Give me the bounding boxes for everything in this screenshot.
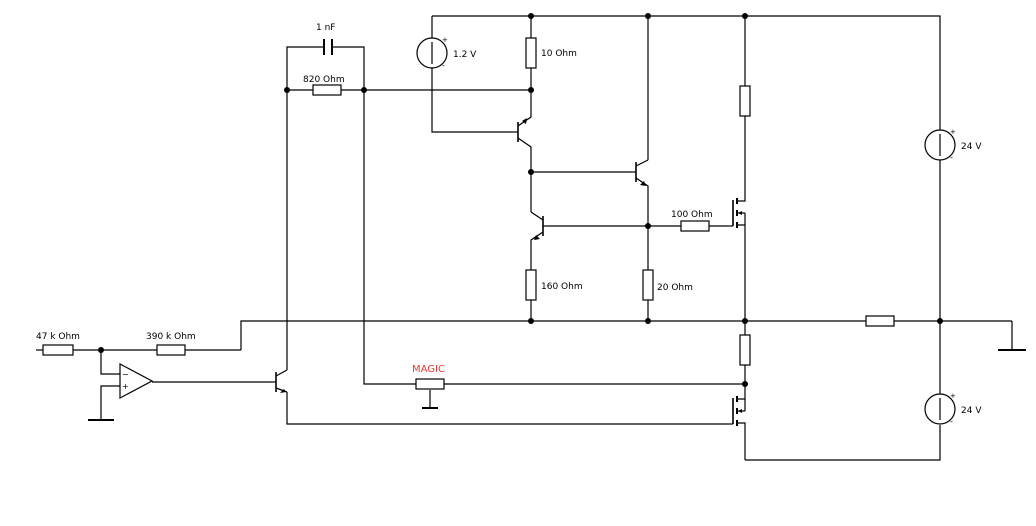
resistor-820	[312, 84, 342, 96]
label-r820: 820 Ohm	[303, 75, 345, 85]
resistor-10	[525, 37, 537, 69]
minus-sign-v24-bottom: -	[950, 417, 953, 426]
voltage-source-24v-bottom	[924, 393, 956, 425]
resistor-20	[642, 269, 654, 301]
label-c1: 1 nF	[316, 23, 335, 33]
label-r160: 160 Ohm	[541, 282, 583, 292]
label-r10: 10 Ohm	[541, 49, 577, 59]
resistor-unlabeled-mid	[739, 334, 751, 366]
minus-sign-v24-top: -	[950, 153, 953, 162]
plus-sign-v24-bottom: +	[950, 392, 956, 400]
voltage-source-24v-top	[924, 129, 956, 161]
mosfet-lower	[728, 392, 746, 428]
transistor-q2	[530, 211, 548, 242]
label-v24-bottom: 24 V	[961, 406, 982, 416]
resistor-unlabeled-top	[739, 85, 751, 117]
resistors	[42, 37, 895, 390]
op-amp	[119, 363, 154, 399]
label-r100: 100 Ohm	[671, 210, 713, 220]
label-r20: 20 Ohm	[657, 283, 693, 293]
transistor-q3	[631, 159, 649, 188]
label-r390k: 390 k Ohm	[146, 332, 196, 342]
potentiometer-magic	[415, 378, 445, 390]
minus-sign-v12: -	[442, 61, 445, 70]
transistor-q1	[513, 115, 532, 150]
resistor-390k	[156, 344, 186, 356]
capacitor-1nf	[323, 39, 333, 55]
label-v24-top: 24 V	[961, 142, 982, 152]
resistor-47k	[42, 344, 74, 356]
resistor-100	[680, 220, 710, 232]
resistor-unlabeled-output	[865, 315, 895, 327]
voltage-source-1v2	[416, 37, 448, 69]
plus-sign-v24-top: +	[950, 128, 956, 136]
label-v12: 1.2 V	[453, 50, 477, 60]
labels: 1 nF 820 Ohm 1.2 V 10 Ohm 100 Ohm 160 Oh…	[36, 23, 982, 426]
mosfet-upper	[728, 197, 746, 228]
label-r47k: 47 k Ohm	[36, 332, 80, 342]
label-magic: MAGIC	[412, 364, 445, 375]
plus-sign-v12: +	[442, 36, 448, 44]
wires	[36, 15, 1013, 461]
junction-dots	[98, 13, 943, 387]
transistor-driver	[272, 369, 288, 393]
resistor-160	[525, 269, 537, 301]
opamp-minus: −	[122, 370, 129, 379]
ground-symbols	[88, 349, 1026, 421]
opamp-plus: +	[122, 382, 129, 391]
